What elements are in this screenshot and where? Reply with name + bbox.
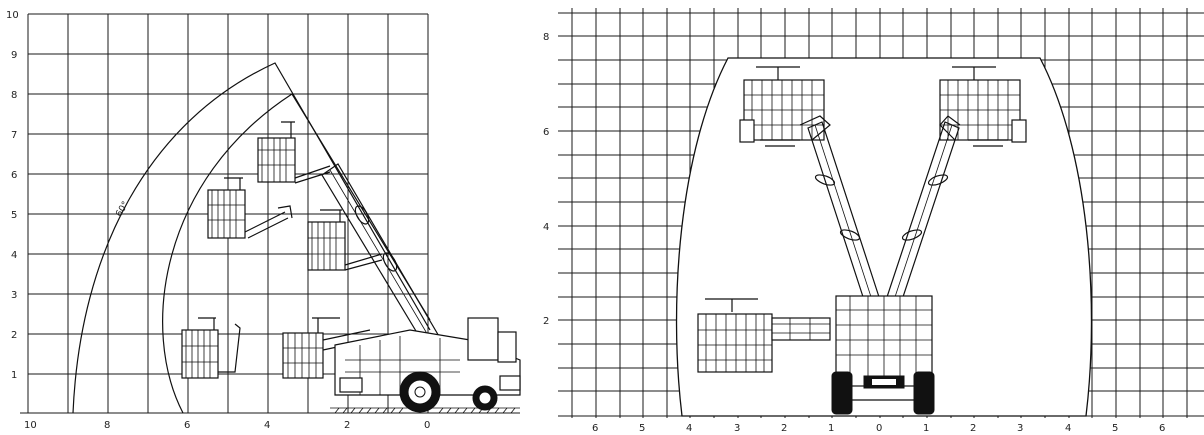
left-y-tick: 9 bbox=[11, 50, 17, 61]
right-x-tick: 1 bbox=[923, 423, 929, 434]
left-x-tick: 6 bbox=[184, 420, 190, 431]
left-y-tick: 10 bbox=[6, 10, 19, 21]
left-x-tick: 4 bbox=[264, 420, 270, 431]
right-y-tick: 8 bbox=[543, 32, 549, 43]
right-x-tick: 1 bbox=[828, 423, 834, 434]
right-x-ticks: 6 5 4 3 2 1 0 1 2 3 4 5 6 bbox=[592, 423, 1165, 434]
left-x-ticks: 10 8 6 4 2 0 bbox=[24, 420, 430, 431]
inner-reach-envelope bbox=[162, 93, 431, 414]
right-y-tick: 2 bbox=[543, 316, 549, 327]
basket-middle bbox=[307, 209, 383, 271]
outer-reach-envelope bbox=[72, 62, 431, 414]
right-basket-side-low bbox=[697, 298, 831, 373]
right-x-tick: 2 bbox=[781, 423, 787, 434]
right-carrier-vehicle bbox=[831, 295, 935, 415]
basket-top bbox=[257, 121, 331, 184]
left-y-tick: 4 bbox=[11, 250, 17, 261]
right-y-tick: 6 bbox=[543, 127, 549, 138]
left-y-tick: 8 bbox=[11, 90, 17, 101]
basket-low-left bbox=[181, 317, 241, 379]
left-x-tick: 2 bbox=[344, 420, 350, 431]
right-x-tick: 5 bbox=[1112, 423, 1118, 434]
right-x-tick: 5 bbox=[639, 423, 645, 434]
right-basket-upper-left bbox=[739, 66, 831, 147]
right-x-tick: 4 bbox=[686, 423, 692, 434]
right-x-tick: 0 bbox=[876, 423, 882, 434]
angle-label: 60° bbox=[114, 200, 131, 219]
right-y-tick: 4 bbox=[543, 222, 549, 233]
carrier-vehicle bbox=[334, 317, 521, 413]
left-y-ticks: 10 9 8 7 6 5 4 3 2 1 bbox=[6, 10, 19, 381]
left-y-tick: 7 bbox=[11, 130, 17, 141]
right-x-tick: 6 bbox=[1159, 423, 1165, 434]
basket-upper-left bbox=[207, 177, 293, 239]
right-basket-upper-right bbox=[939, 66, 1027, 147]
left-y-tick: 1 bbox=[11, 370, 17, 381]
right-x-tick: 3 bbox=[734, 423, 740, 434]
right-front-view-diagram: 6 5 4 3 2 1 0 1 2 3 4 5 6 8 6 4 2 bbox=[543, 8, 1204, 434]
left-side-view-diagram: 60° bbox=[6, 10, 521, 431]
left-y-tick: 3 bbox=[11, 290, 17, 301]
left-x-tick: 0 bbox=[424, 420, 430, 431]
left-grid bbox=[20, 13, 520, 414]
left-y-tick: 2 bbox=[11, 330, 17, 341]
left-x-tick: 8 bbox=[104, 420, 110, 431]
right-x-tick: 2 bbox=[970, 423, 976, 434]
left-y-tick: 6 bbox=[11, 170, 17, 181]
right-x-tick: 6 bbox=[592, 423, 598, 434]
right-x-tick: 4 bbox=[1065, 423, 1071, 434]
left-y-tick: 5 bbox=[11, 210, 17, 221]
left-x-tick: 10 bbox=[24, 420, 37, 431]
right-x-tick: 3 bbox=[1017, 423, 1023, 434]
right-y-ticks: 8 6 4 2 bbox=[543, 32, 549, 327]
basket-low-front bbox=[282, 317, 371, 379]
